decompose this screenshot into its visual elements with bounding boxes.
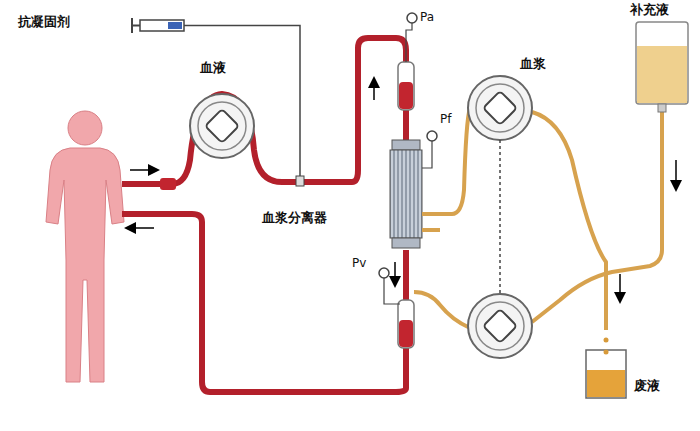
label-text: 抗凝固剂 (18, 14, 70, 30)
label-text: 血浆分离器 (262, 210, 327, 226)
label-text: Pf (440, 112, 451, 126)
label-text: 补充液 (630, 2, 669, 18)
label-text: Pa (420, 10, 434, 24)
label-text: 废液 (634, 378, 660, 394)
label-text: 血液 (200, 60, 226, 76)
label-text: Pv (352, 256, 366, 270)
label-text: 血浆 (520, 56, 546, 72)
